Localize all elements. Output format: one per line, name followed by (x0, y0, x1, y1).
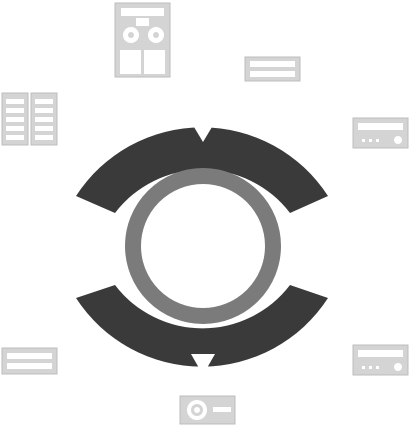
down-arrow-icon (191, 122, 215, 142)
projector-icon (179, 395, 236, 425)
server-rack-icon (1, 92, 58, 146)
down-arrow-icon (191, 354, 215, 375)
tower-speaker-icon (114, 2, 171, 78)
center-ring (125, 168, 281, 324)
av-receiver-icon (1, 347, 58, 375)
bottom-arc-band (76, 285, 328, 367)
av-receiver-icon (244, 56, 301, 82)
av-receiver-icon (352, 117, 409, 149)
av-receiver-icon (352, 344, 409, 376)
top-arc-band (76, 127, 328, 213)
